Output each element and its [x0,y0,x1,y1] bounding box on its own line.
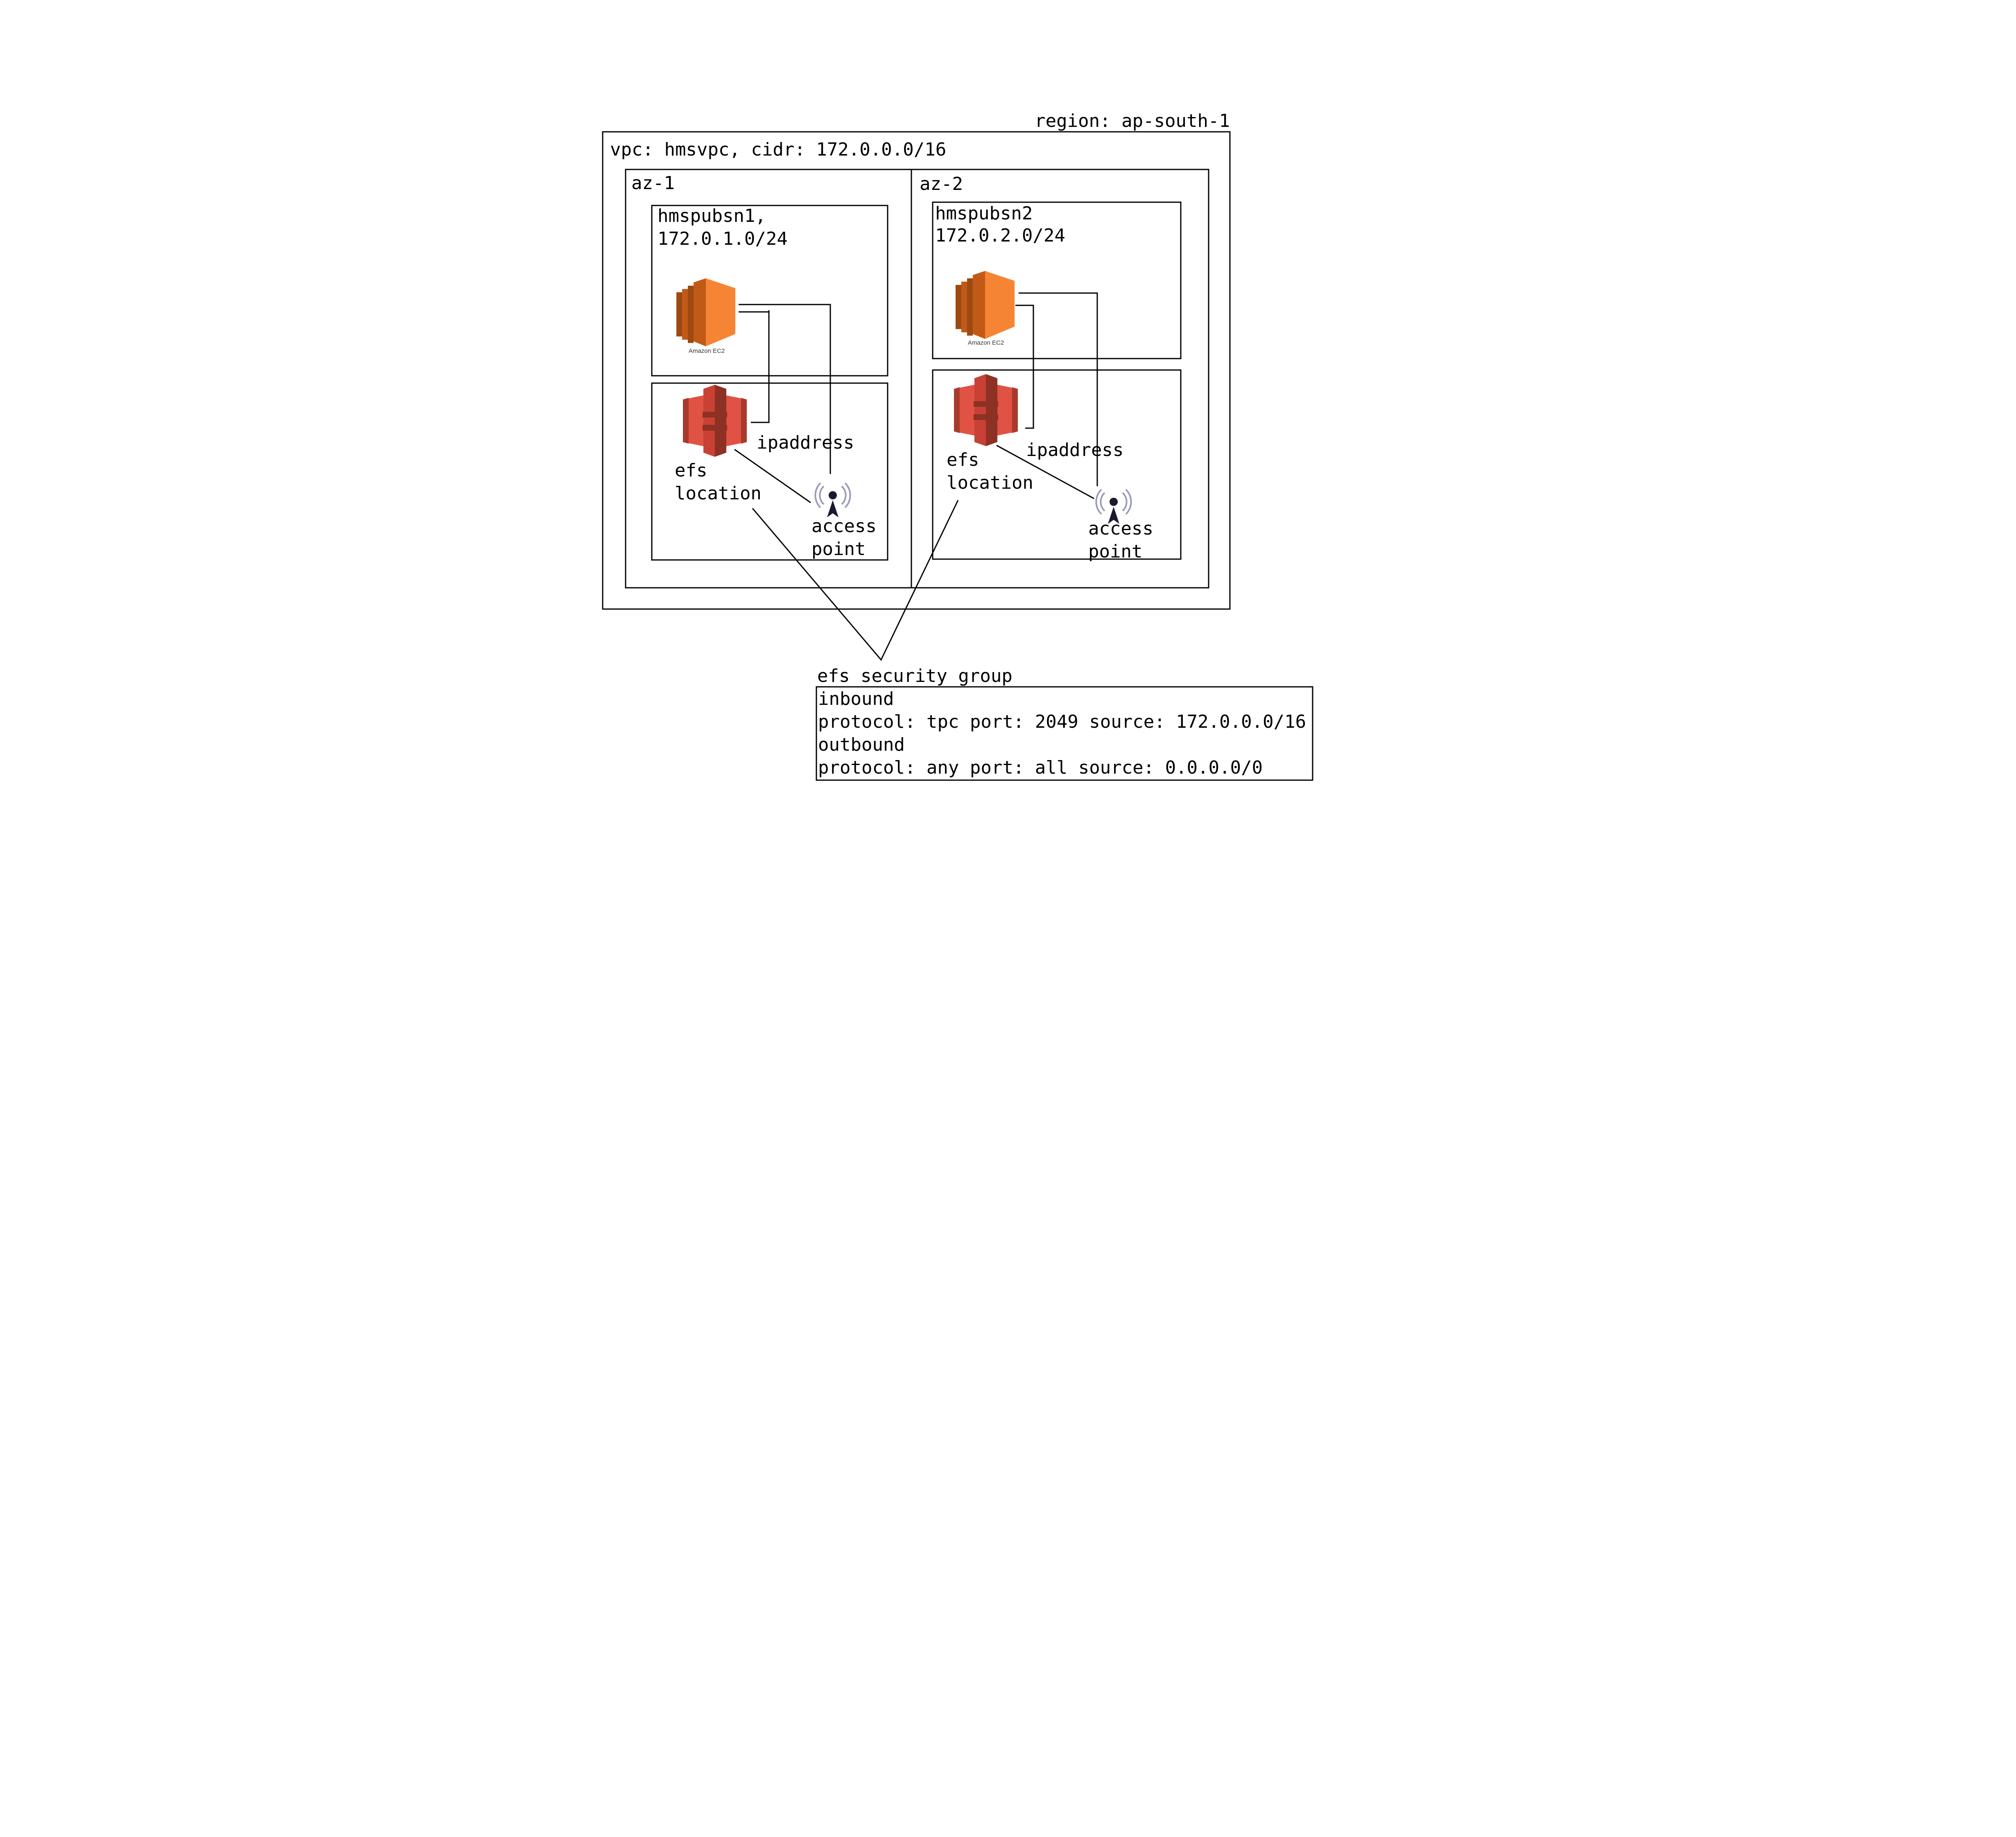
ec2-ap-connector-2 [1019,292,1098,486]
access-point-label-1a: access [811,516,877,537]
sg-outbound-label: outbound [818,734,905,755]
az-2-box [911,169,1209,589]
ec2-icon-2 [956,271,1015,339]
subnet-2-name: hmspubsn2 [935,203,1033,224]
ec2-efs-connector-2 [1015,305,1034,429]
subnet-1-cidr: 172.0.1.0/24 [658,228,788,249]
vpc-label: vpc: hmsvpc, cidr: 172.0.0.0/16 [610,139,946,160]
access-point-label-2a: access [1088,518,1153,539]
vpc-box [602,131,1231,610]
access-point-icon-2 [1095,489,1132,524]
sg-inbound-label: inbound [818,688,894,709]
access-point-label-2b: point [1088,541,1142,562]
efs-location-label-2a: efs [947,449,979,470]
ipaddress-label-2: ipaddress [1026,440,1123,460]
security-group-callout [752,500,959,661]
ec2-caption-2: Amazon EC2 [968,339,1004,346]
ec2-icon-1 [676,278,735,346]
efs-location-label-2b: location [947,472,1033,493]
efs-box-1 [651,382,888,561]
az-1-label: az-1 [631,173,675,194]
sg-inbound-rule: protocol: tpc port: 2049 source: 172.0.0… [818,711,1306,732]
region-label: region: ap-south-1 [1035,111,1230,131]
efs-location-label-1a: efs [675,460,707,481]
az-2-label: az-2 [920,174,963,194]
ec2-caption-1: Amazon EC2 [689,348,725,354]
access-point-label-1b: point [811,539,866,560]
subnet-2-box [932,201,1182,359]
subnet-2-cidr: 172.0.2.0/24 [935,225,1065,246]
sg-outbound-rule: protocol: any port: all source: 0.0.0.0/… [818,757,1263,778]
subnet-1-name: hmspubsn1, [658,205,766,226]
ipaddress-label-1: ipaddress [757,432,854,453]
subnet-1-box [651,205,888,377]
security-group-title: efs security group [817,666,1013,686]
security-group-box [816,686,1313,781]
ec2-efs-connector-1 [739,311,770,423]
access-point-icon-1 [814,482,851,517]
efs-box-2 [932,369,1182,560]
ec2-ap-connector-1 [739,304,831,474]
efs-icon-2 [954,374,1018,446]
efs-location-label-1b: location [675,483,762,504]
efs-icon-1 [683,385,747,457]
efs-ap-connector-1 [734,449,811,503]
efs-ap-connector-2 [996,445,1094,499]
